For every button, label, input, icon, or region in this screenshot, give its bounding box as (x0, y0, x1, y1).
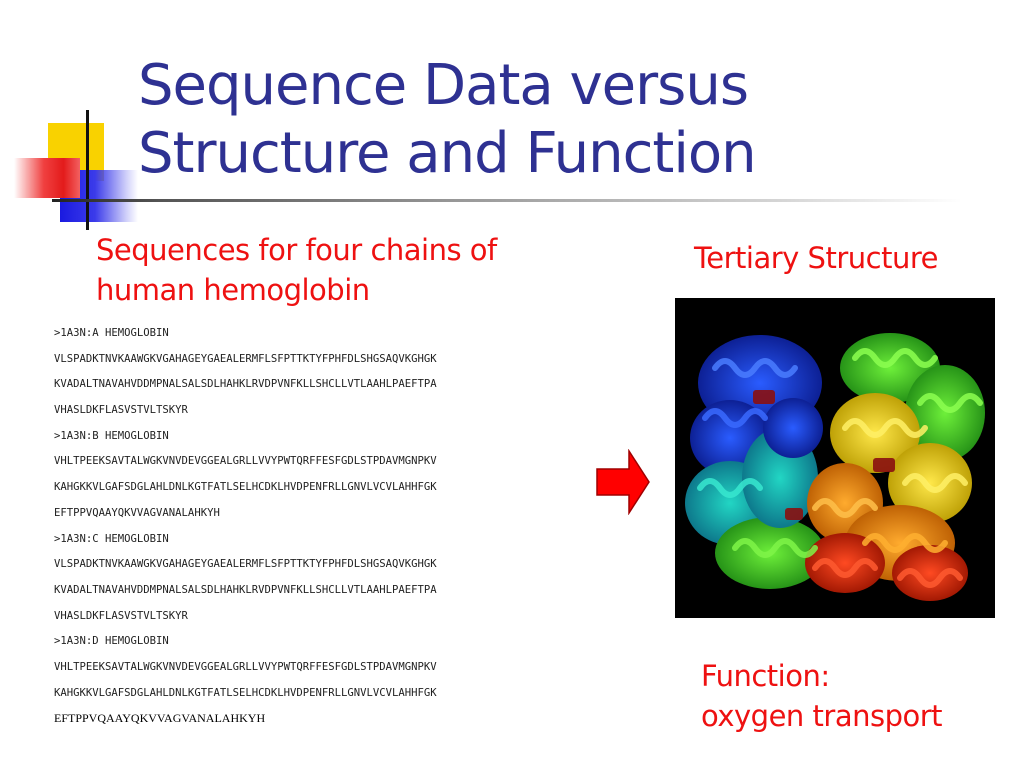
title-underline (52, 199, 962, 202)
sequence-line: >1A3N:B HEMOGLOBIN (54, 429, 169, 442)
sequence-line: >1A3N:D HEMOGLOBIN (54, 635, 169, 648)
deco-red-square (14, 158, 80, 198)
sequence-line: VHLTPEEKSAVTALWGKVNVDEVGGEALGRLLVVYPWTQR… (54, 660, 437, 673)
function-label-line-2: oxygen transport (701, 699, 943, 733)
hemoglobin-structure-image (675, 298, 995, 618)
sequences-heading: Sequences for four chains of human hemog… (96, 230, 497, 310)
sequence-line: VLSPADKTNVKAAWGKVGAHAGEYGAEALERMFLSFPTTK… (54, 352, 437, 365)
deco-vertical-line (86, 110, 89, 230)
right-arrow-icon (596, 449, 650, 515)
slide-title: Sequence Data versus Structure and Funct… (138, 52, 757, 188)
sequence-line: KAHGKKVLGAFSDGLAHLDNLKGTFATLSELHCDKLHVDP… (54, 481, 437, 494)
sequence-line: VHASLDKFLASVSTVLTSKYR (54, 609, 188, 622)
title-line-1: Sequence Data versus (138, 53, 749, 118)
sequence-line: VHLTPEEKSAVTALWGKVNVDEVGGEALGRLLVVYPWTQR… (54, 455, 437, 468)
sequence-line: EFTPPVQAAYQKVVAGVANALAHKYH (54, 711, 266, 726)
tertiary-structure-label: Tertiary Structure (694, 241, 938, 275)
sequences-heading-line-1: Sequences for four chains of (96, 233, 497, 267)
sequence-line: VLSPADKTNVKAAWGKVGAHAGEYGAEALERMFLSFPTTK… (54, 558, 437, 571)
sequences-heading-line-2: human hemoglobin (96, 273, 370, 307)
sequence-line: >1A3N:A HEMOGLOBIN (54, 327, 169, 339)
sequence-line: VHASLDKFLASVSTVLTSKYR (54, 404, 188, 417)
sequence-line: KAHGKKVLGAFSDGLAHLDNLKGTFATLSELHCDKLHVDP… (54, 686, 437, 699)
sequence-line: KVADALTNAVAHVDDMPNALSALSDLHAHKLRVDPVNFKL… (54, 583, 437, 596)
sequence-line: KVADALTNAVAHVDDMPNALSALSDLHAHKLRVDPVNFKL… (54, 378, 437, 391)
sequence-line: >1A3N:C HEMOGLOBIN (54, 532, 169, 545)
function-label: Function: oxygen transport (701, 656, 943, 736)
title-line-2: Structure and Function (138, 121, 757, 186)
sequence-list: >1A3N:A HEMOGLOBIN VLSPADKTNVKAAWGKVGAHA… (54, 324, 437, 735)
function-label-line-1: Function: (701, 659, 830, 693)
sequence-line: EFTPPVQAAYQKVVAGVANALAHKYH (54, 506, 220, 519)
